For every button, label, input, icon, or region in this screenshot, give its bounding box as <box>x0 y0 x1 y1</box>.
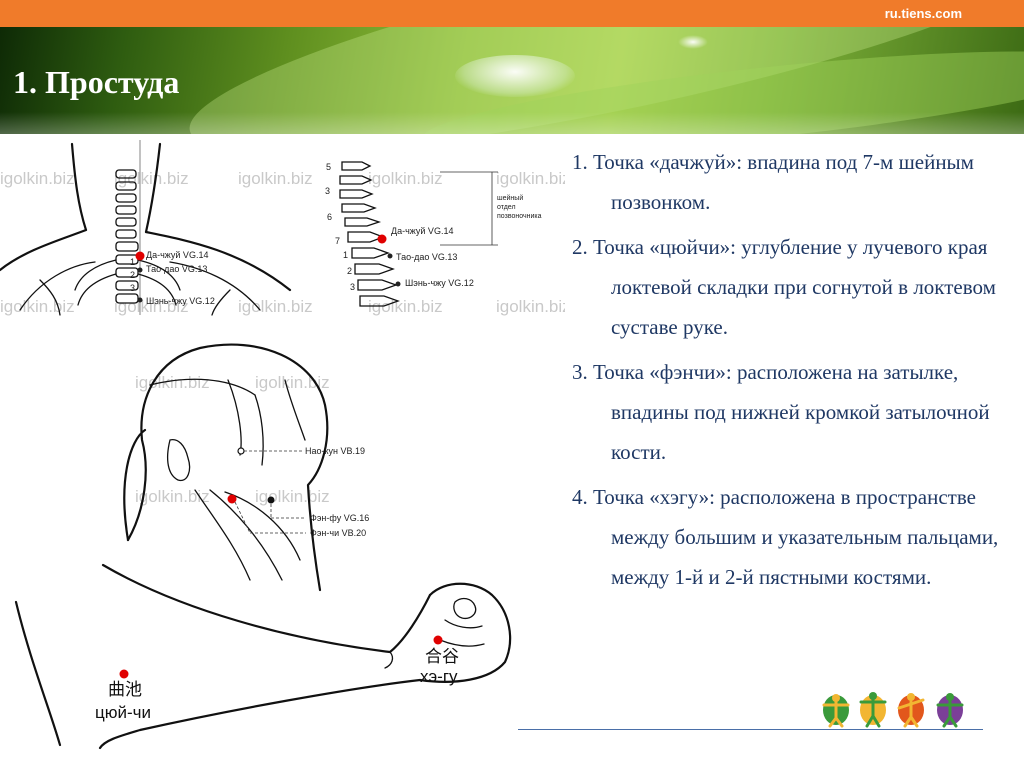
watermark: igolkin.biz <box>135 487 210 506</box>
vertebrae <box>115 169 139 304</box>
acupuncture-illustrations: igolkin.biz igolkin.biz igolkin.biz igol… <box>0 140 565 750</box>
point-marker <box>387 253 393 259</box>
banner-fade <box>0 112 1024 134</box>
hegu-hanzi: 合谷 <box>425 647 459 666</box>
point-marker <box>137 297 143 303</box>
person-purple-icon <box>936 693 964 728</box>
watermark: igolkin.biz <box>238 297 313 316</box>
point-label: Фэн-фу VG.16 <box>310 513 369 523</box>
watermark: igolkin.biz <box>114 169 189 188</box>
top-accent-bar: ru.tiens.com <box>0 0 1024 27</box>
section-label: отдел <box>497 204 516 211</box>
water-drop <box>455 55 575 97</box>
footer-divider <box>518 729 983 730</box>
point-marker <box>227 494 237 504</box>
acupoint-list: 1. Точка «дачжуй»: впадина под 7-м шейны… <box>572 142 1012 602</box>
tiens-logo-figures <box>822 692 964 728</box>
point-marker <box>137 267 143 273</box>
quchi-hanzi: 曲池 <box>108 680 142 699</box>
hegu-name: хэ-гу <box>420 667 458 686</box>
person-orange-icon <box>897 693 925 728</box>
person-green-icon <box>822 694 850 728</box>
point-label: Да-чжуй VG.14 <box>146 250 208 260</box>
head-figure: Нао-кун VB.19 Фэн-фу VG.16 Фэн-чи VB.20 <box>123 343 369 592</box>
arm-figure: 合谷 хэ-гу 曲池 цюй-чи <box>14 563 512 750</box>
vertebra-number: 5 <box>326 162 331 172</box>
watermark: igolkin.biz <box>368 169 443 188</box>
watermark: igolkin.biz <box>496 297 565 316</box>
list-item: 2. Точка «цюйчи»: углубление у лучевого … <box>572 235 996 339</box>
slide-title: 1. Простуда <box>13 64 180 100</box>
point-marker <box>119 669 129 679</box>
water-drop <box>678 35 708 49</box>
ribs <box>74 259 181 306</box>
point-label: Тао-дао VG.13 <box>146 264 207 274</box>
vertebra-number: 1 <box>130 257 135 267</box>
list-item: 4. Точка «хэгу»: расположена в пространс… <box>572 485 999 589</box>
back-figure: Да-чжуй VG.14 Тао-дао VG.13 Шэнь-чжу VG.… <box>0 140 292 316</box>
point-marker <box>135 251 145 261</box>
list-item: 3. Точка «фэнчи»: расположена на затылке… <box>572 360 990 464</box>
vertebra-number: 2 <box>130 270 135 280</box>
vertebra-number: 7 <box>335 236 340 246</box>
list-item: 1. Точка «дачжуй»: впадина под 7-м шейны… <box>572 150 974 214</box>
point-label: Тао-дао VG.13 <box>396 252 457 262</box>
point-label: Шэнь-чжу VG.12 <box>405 278 474 288</box>
point-label: Шэнь-чжу VG.12 <box>146 296 215 306</box>
vertebra-number: 2 <box>347 266 352 276</box>
site-url[interactable]: ru.tiens.com <box>884 6 962 21</box>
point-marker <box>267 496 275 504</box>
point-label: Фэн-чи VB.20 <box>310 528 366 538</box>
watermark: igolkin.biz <box>0 169 75 188</box>
point-label: Да-чжуй VG.14 <box>391 226 453 236</box>
watermark: igolkin.biz <box>238 169 313 188</box>
watermark: igolkin.biz <box>0 297 75 316</box>
vertebra-number: 3 <box>350 282 355 292</box>
watermark: igolkin.biz <box>135 373 210 392</box>
watermark: igolkin.biz <box>368 297 443 316</box>
vertebra-number: 3 <box>325 186 330 196</box>
spine-figure: Да-чжуй VG.14 Тао-дао VG.13 Шэнь-чжу VG.… <box>325 161 542 307</box>
section-label: шейный <box>497 194 523 202</box>
point-marker <box>377 234 387 244</box>
point-marker <box>433 635 443 645</box>
section-label: позвоночника <box>497 213 542 220</box>
quchi-name: цюй-чи <box>95 703 151 722</box>
vertebra-number: 6 <box>327 212 332 222</box>
header-banner <box>0 27 1024 134</box>
vertebrae <box>339 161 400 307</box>
vertebra-number: 1 <box>343 250 348 260</box>
point-label: Нао-кун VB.19 <box>305 446 365 456</box>
point-marker <box>237 447 245 455</box>
watermark: igolkin.biz <box>255 487 330 506</box>
point-marker <box>395 281 401 287</box>
watermark: igolkin.biz <box>114 297 189 316</box>
watermarks: igolkin.biz igolkin.biz igolkin.biz igol… <box>0 169 565 506</box>
person-yellow-icon <box>859 692 887 728</box>
vertebra-number: 3 <box>130 283 135 293</box>
watermark: igolkin.biz <box>496 169 565 188</box>
